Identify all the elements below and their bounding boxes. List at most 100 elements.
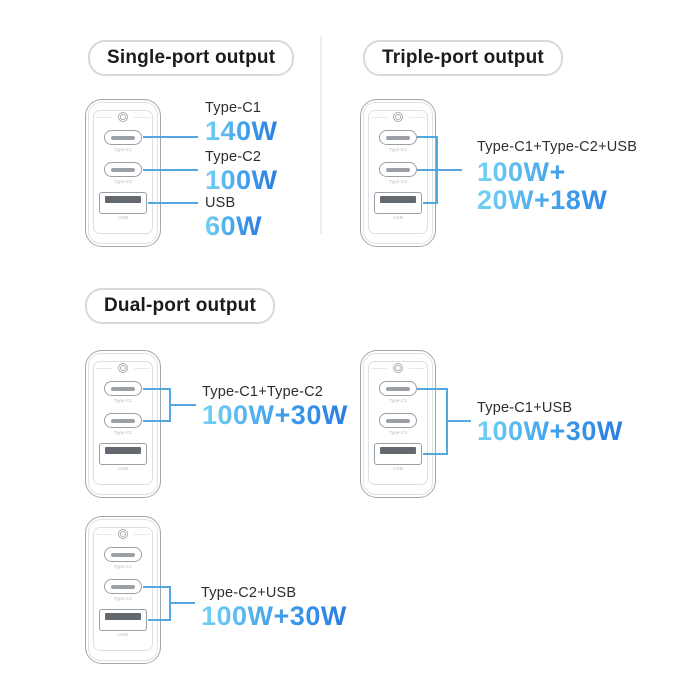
charger-bevel xyxy=(363,353,433,495)
connector-line xyxy=(417,136,438,138)
triple-port-heading: Triple-port output xyxy=(363,40,563,76)
port-label-c1: Type-C1 xyxy=(113,399,133,404)
annotation-label: Type-C2 xyxy=(205,149,262,165)
brand-logo-icon xyxy=(118,529,128,539)
port-slot xyxy=(110,167,135,172)
charger-device-triple: Type-C1 Type-C2 USB xyxy=(360,99,436,247)
annotation-value: 60W xyxy=(205,211,263,241)
port-label-usb: USB xyxy=(393,467,403,472)
connector-line xyxy=(148,619,170,621)
charger-device-single: Type-C1 Type-C2 USB xyxy=(85,99,161,247)
annotation-dual-c1c2: Type-C1+Type-C2 100W+30W xyxy=(202,383,348,429)
connector-line xyxy=(143,169,198,171)
port-slot xyxy=(110,552,135,557)
charger-device-dual-c2usb: Type-C1 Type-C2 USB xyxy=(85,516,161,664)
usb-contact-bar xyxy=(104,196,141,203)
port-label-usb: USB xyxy=(118,216,128,221)
connector-line xyxy=(148,202,198,204)
seam-line xyxy=(96,368,112,369)
connector-line xyxy=(423,202,438,204)
connector-stub xyxy=(446,420,471,422)
port-label-c1: Type-C1 xyxy=(113,565,133,570)
seam-line xyxy=(96,534,112,535)
seam-line xyxy=(371,117,387,118)
annotation-label: Type-C1+Type-C2+USB xyxy=(477,139,638,155)
port-slot xyxy=(385,135,410,140)
connector-line xyxy=(143,586,170,588)
annotation-label: Type-C1 xyxy=(205,100,262,116)
connector-line xyxy=(143,136,198,138)
type-c1-port xyxy=(378,381,417,396)
annotation-value: 100W+30W xyxy=(477,416,623,446)
brand-logo-icon xyxy=(118,363,128,373)
connector-line xyxy=(143,388,171,390)
type-c2-port xyxy=(103,162,142,177)
dual-port-heading: Dual-port output xyxy=(85,288,275,324)
annotation-label: USB xyxy=(205,195,236,211)
usb-a-port xyxy=(373,443,422,465)
usb-contact-bar xyxy=(379,196,416,203)
usb-contact-bar xyxy=(104,447,141,454)
connector-stub xyxy=(169,602,195,604)
seam-line xyxy=(134,368,150,369)
single-port-heading: Single-port output xyxy=(88,40,295,76)
annotation-single-usb: USB 60W xyxy=(205,194,262,240)
seam-line xyxy=(134,117,150,118)
seam-line xyxy=(371,368,387,369)
annotation-triple: Type-C1+Type-C2+USB 100W+ 20W+18W xyxy=(477,138,637,214)
port-label-c2: Type-C2 xyxy=(388,431,408,436)
brand-logo-icon xyxy=(393,363,403,373)
seam-line xyxy=(134,534,150,535)
connector-line xyxy=(423,453,448,455)
annotation-single-c2: Type-C2 100W xyxy=(205,148,278,194)
type-c2-port xyxy=(103,579,142,594)
type-c2-port xyxy=(103,413,142,428)
seam-line xyxy=(96,117,112,118)
type-c1-port xyxy=(103,381,142,396)
connector-line xyxy=(143,420,171,422)
type-c1-port xyxy=(103,547,142,562)
port-slot xyxy=(385,418,410,423)
annotation-value: 140W xyxy=(205,116,278,146)
type-c2-port xyxy=(378,413,417,428)
port-label-usb: USB xyxy=(118,467,128,472)
port-label-c2: Type-C2 xyxy=(113,431,133,436)
charger-device-dual-c1c2: Type-C1 Type-C2 USB xyxy=(85,350,161,498)
usb-a-port xyxy=(98,192,147,214)
usb-contact-bar xyxy=(379,447,416,454)
port-label-usb: USB xyxy=(393,216,403,221)
port-label-c2: Type-C2 xyxy=(388,180,408,185)
port-label-usb: USB xyxy=(118,633,128,638)
port-label-c2: Type-C2 xyxy=(113,597,133,602)
charger-bevel xyxy=(363,102,433,244)
section-divider xyxy=(320,36,322,234)
brand-logo-icon xyxy=(393,112,403,122)
charger-bevel xyxy=(88,353,158,495)
usb-a-port xyxy=(98,443,147,465)
type-c1-port xyxy=(103,130,142,145)
annotation-label: Type-C1+USB xyxy=(477,400,573,416)
annotation-dual-c2usb: Type-C2+USB 100W+30W xyxy=(201,584,347,630)
usb-a-port xyxy=(98,609,147,631)
port-slot xyxy=(385,167,410,172)
annotation-value-line2: 20W+18W xyxy=(477,186,637,214)
port-label-c1: Type-C1 xyxy=(113,148,133,153)
port-label-c2: Type-C2 xyxy=(113,180,133,185)
seam-line xyxy=(409,368,425,369)
seam-line xyxy=(409,117,425,118)
port-slot xyxy=(110,584,135,589)
annotation-label: Type-C2+USB xyxy=(201,585,297,601)
connector-stub xyxy=(436,169,462,171)
port-slot xyxy=(110,135,135,140)
type-c2-port xyxy=(378,162,417,177)
annotation-single-c1: Type-C1 140W xyxy=(205,99,278,145)
annotation-dual-c1usb: Type-C1+USB 100W+30W xyxy=(477,399,623,445)
annotation-value: 100W xyxy=(205,165,278,195)
usb-a-port xyxy=(373,192,422,214)
port-label-c1: Type-C1 xyxy=(388,399,408,404)
connector-line xyxy=(417,169,438,171)
port-slot xyxy=(110,386,135,391)
charger-device-dual-c1usb: Type-C1 Type-C2 USB xyxy=(360,350,436,498)
port-label-c1: Type-C1 xyxy=(388,148,408,153)
